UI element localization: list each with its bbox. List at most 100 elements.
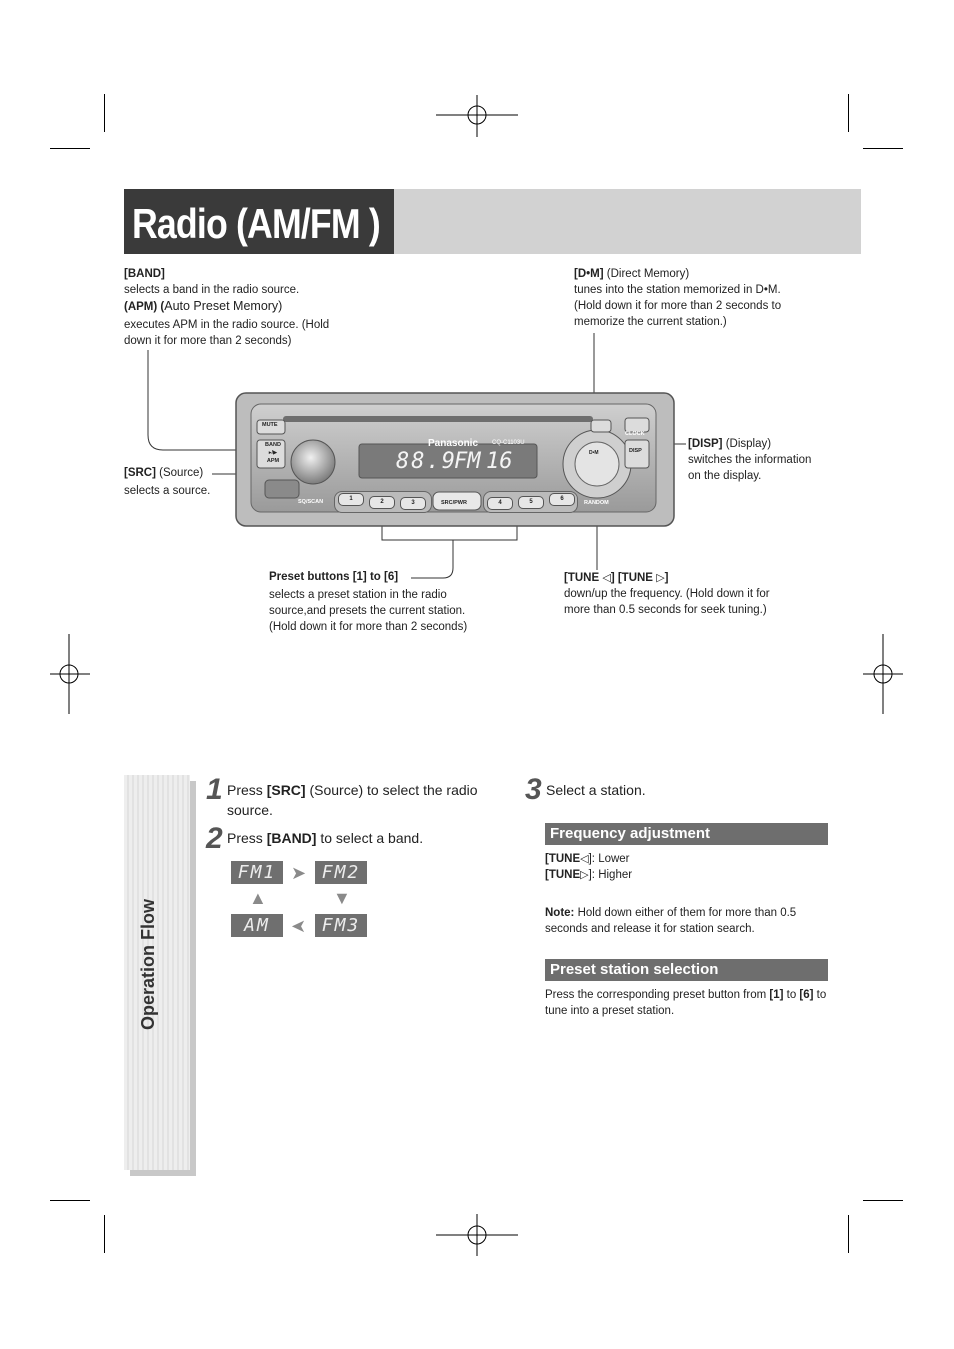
preset-desc-2: source,and presets the current station.	[269, 605, 466, 617]
tune-up-icon: ▷	[580, 869, 589, 881]
step-1-line2: source.	[227, 802, 273, 818]
tune-up-key: [TUNE	[545, 869, 581, 881]
arrow-right-icon: ➤	[291, 863, 307, 883]
tune-down-icon: ◁	[580, 853, 589, 865]
band-button-apm: APM	[266, 458, 280, 464]
operation-flow-sidebar	[124, 775, 190, 1170]
step-2-pre: Press	[227, 830, 267, 846]
preset-button-4[interactable]: 4	[487, 497, 513, 510]
preset-heading: Preset station selection	[545, 959, 828, 981]
preset-desc-3: (Hold down it for more than 2 seconds)	[269, 621, 468, 633]
step-3-text: Select a station.	[546, 782, 646, 798]
src-callout: [SRC] (Source) selects a source.	[124, 465, 244, 499]
src-desc: selects a source.	[124, 485, 211, 497]
disp-label: [DISP]	[688, 438, 723, 450]
step-2-key: [BAND]	[266, 830, 317, 846]
random-label: RANDOM	[584, 500, 609, 506]
band-button[interactable]: BAND ▸/▶ APM	[262, 441, 284, 465]
tune-left-icon: ◁	[602, 572, 611, 584]
dm-desc-3: memorize the current station.)	[574, 316, 727, 328]
brand-logo: Panasonic	[428, 438, 479, 449]
frequency-heading: Frequency adjustment	[545, 823, 828, 845]
preset-key-1: [1]	[769, 989, 784, 1001]
preset-button-5[interactable]: 5	[518, 496, 544, 509]
tune-desc-1: down/up the frequency. (Hold down it for	[564, 588, 770, 600]
mute-button[interactable]: MUTE	[262, 422, 278, 428]
tune-label: [TUNE	[564, 572, 600, 584]
tune-down-text: ]: Lower	[588, 853, 630, 865]
registration-mark-right	[863, 634, 903, 714]
src-label-rest: (Source)	[155, 467, 204, 479]
tune-label-mid: ] [TUNE	[610, 572, 653, 584]
disp-label-rest: (Display)	[722, 438, 772, 450]
preset-body: Press the corresponding preset button fr…	[545, 987, 835, 1019]
src-label: [SRC]	[124, 467, 156, 479]
sq-scan-button[interactable]: SQ/SCAN	[298, 499, 324, 505]
preset-text-mid: to	[783, 989, 800, 1001]
step-1-key: [SRC]	[266, 782, 306, 798]
tune-callout: [TUNE ◁] [TUNE ▷] down/up the frequency.…	[564, 570, 794, 618]
arrow-left-icon: ➤	[291, 916, 307, 936]
sidebar-label: Operation Flow	[138, 898, 158, 1030]
band-tile-fm1: FM1	[231, 861, 283, 884]
model-number: CQ-C1103U	[492, 440, 525, 446]
page-title: Radio (AM/FM )	[132, 200, 381, 247]
band-tile-fm3: FM3	[315, 914, 367, 937]
dm-desc-2: (Hold down it for more than 2 seconds to	[574, 300, 782, 312]
band-label: [BAND]	[124, 268, 165, 280]
tune-down-key: [TUNE	[545, 853, 581, 865]
tune-up-text: ]: Higher	[588, 869, 633, 881]
apm-label: (APM) (	[124, 301, 165, 313]
registration-mark-top	[436, 95, 518, 137]
src-pwr-button[interactable]: SRC/PWR	[441, 500, 467, 506]
preset-button-2[interactable]: 2	[369, 496, 395, 509]
lcd-preset: 16	[486, 449, 513, 474]
preset-button-1[interactable]: 1	[338, 493, 364, 506]
step-2-text: Press [BAND] to select a band.	[227, 828, 507, 848]
note-text-1: Hold down either of them for more than 0…	[574, 907, 797, 919]
apm-desc-1: executes APM in the radio source. (Hold	[124, 319, 330, 331]
dm-button[interactable]: D•M	[589, 450, 599, 456]
apm-desc-2: down it for more than 2 seconds)	[124, 335, 292, 347]
disp-desc-1: switches the information	[688, 454, 812, 466]
disp-callout: [DISP] (Display) switches the informatio…	[688, 436, 828, 484]
tune-desc-2: more than 0.5 seconds for seek tuning.)	[564, 604, 767, 616]
registration-mark-bottom	[436, 1214, 518, 1256]
step-2-number: 2	[206, 822, 223, 855]
registration-mark-left	[50, 634, 90, 714]
title-block	[124, 189, 394, 254]
note-text-2: seconds and release it for station searc…	[545, 923, 755, 935]
note-label: Note:	[545, 907, 575, 919]
dm-desc-1: tunes into the station memorized in D•M.	[574, 284, 781, 296]
preset-callout: Preset buttons [1] to [6] selects a pres…	[269, 569, 489, 635]
step-2-post: to select a band.	[316, 830, 424, 846]
band-desc: selects a band in the radio source.	[124, 284, 300, 296]
preset-text-2: tune into a preset station.	[545, 1005, 675, 1017]
arrow-down-icon: ▼	[333, 888, 351, 908]
band-tile-am: AM	[231, 914, 283, 937]
disp-button[interactable]: DISP	[629, 448, 642, 454]
preset-button-6[interactable]: 6	[549, 493, 575, 506]
step-3-number: 3	[525, 773, 542, 806]
preset-desc-1: selects a preset station in the radio	[269, 589, 447, 601]
band-tile-fm2: FM2	[315, 861, 367, 884]
stereo-lcd: 88.9 FM 16	[362, 447, 532, 477]
step-1-number: 1	[206, 773, 223, 806]
preset-button-3[interactable]: 3	[400, 497, 426, 510]
disp-desc-2: on the display.	[688, 470, 762, 482]
lcd-frequency: 88.9	[396, 449, 457, 474]
band-button-sub: ▸/▶	[268, 450, 278, 456]
dm-callout: [D•M] (Direct Memory) tunes into the sta…	[574, 266, 814, 330]
tune-label-end: ]	[664, 572, 669, 584]
frequency-body: [TUNE◁]: Lower [TUNE▷]: Higher	[545, 851, 825, 883]
step-1-text: Press [SRC] (Source) to select the radio…	[227, 780, 507, 820]
band-button-label: BAND	[265, 442, 281, 448]
tune-right-icon: ▷	[656, 572, 665, 584]
band-callout: [BAND] selects a band in the radio sourc…	[124, 266, 354, 349]
lcd-band: FM	[454, 449, 481, 474]
step-1-post: (Source) to select the radio	[305, 782, 478, 798]
frequency-note: Note: Hold down either of them for more …	[545, 905, 835, 937]
preset-key-6: [6]	[799, 989, 814, 1001]
arrow-up-icon: ▲	[249, 888, 267, 908]
clock-label: CLOCK	[625, 431, 645, 437]
